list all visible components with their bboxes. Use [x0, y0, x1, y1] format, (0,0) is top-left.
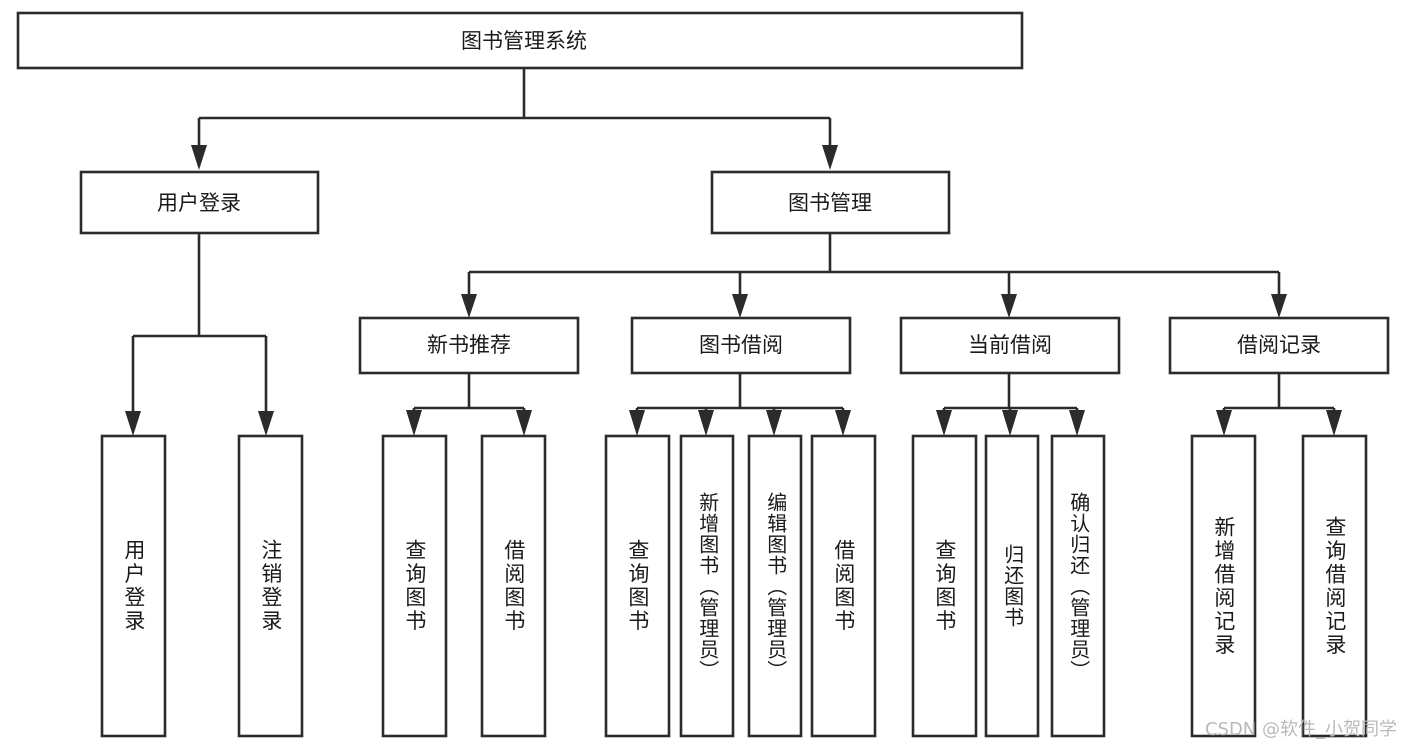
arrow-head-leaf-bb-4 [835, 410, 851, 436]
connector-group-book-borrow [629, 373, 851, 436]
node-borrow-record-box[interactable] [1168, 316, 1390, 375]
leaf-box-br-add-record[interactable] [1190, 434, 1257, 738]
node-root-label: 图书管理系统 [461, 29, 587, 53]
leaf-box-cb-confirm-return-admin[interactable] [1050, 434, 1106, 738]
arrow-head-leaf-br-2 [1326, 410, 1342, 436]
arrow-head-leaf-bb-2 [698, 410, 714, 436]
connector-group-borrow-record [1216, 373, 1342, 436]
node-book-borrow-label: 图书借阅 [699, 333, 783, 357]
node-current-borrow-label: 当前借阅 [968, 333, 1052, 357]
node-book-manage-box[interactable] [710, 170, 951, 235]
arrow-head-current-borrow [1001, 294, 1017, 318]
arrow-head-leaf-logout [258, 411, 274, 436]
node-new-book-recommend-label: 新书推荐 [427, 333, 511, 357]
leaf-box-bb-query-book[interactable] [604, 434, 671, 738]
arrow-head-book-borrow [732, 294, 748, 318]
connector-group-current-borrow [936, 373, 1085, 436]
node-root-box[interactable] [16, 11, 1024, 70]
node-user-login-box[interactable] [79, 170, 320, 235]
arrow-head-leaf-nbr-2 [516, 410, 532, 436]
leaf-box-br-query-record[interactable] [1301, 434, 1368, 738]
arrow-head-leaf-cb-1 [936, 410, 952, 436]
node-book-manage-label: 图书管理 [788, 191, 872, 215]
leaf-box-user-login[interactable] [100, 434, 167, 738]
arrow-head-leaf-cb-3 [1069, 410, 1085, 436]
node-current-borrow-box[interactable] [899, 316, 1121, 375]
arrow-head-borrow-record [1271, 294, 1287, 318]
leaf-box-bb-edit-book-admin[interactable] [747, 434, 803, 738]
arrow-head-new-book-recommend [461, 294, 477, 318]
leaf-box-nbr-borrow-book[interactable] [480, 434, 547, 738]
node-book-borrow-box[interactable] [630, 316, 852, 375]
leaf-box-bb-borrow-book[interactable] [810, 434, 877, 738]
arrow-head-leaf-cb-2 [1002, 410, 1018, 436]
node-new-book-recommend-box[interactable] [358, 316, 580, 375]
connector-group-book-manage [461, 233, 1287, 318]
arrow-head-leaf-bb-1 [629, 410, 645, 436]
connector-group-new-book-recommend [406, 373, 532, 436]
node-borrow-record-label: 借阅记录 [1237, 333, 1321, 357]
leaf-box-logout[interactable] [237, 434, 304, 738]
arrow-head-leaf-nbr-1 [406, 410, 422, 436]
node-user-login-label: 用户登录 [157, 191, 241, 215]
arrow-head-user-login [191, 145, 207, 170]
arrow-head-leaf-bb-3 [766, 410, 782, 436]
connector-group-user-login [125, 233, 274, 436]
leaf-box-bb-add-book-admin[interactable] [679, 434, 735, 738]
connector-group-root [191, 68, 838, 170]
arrow-head-leaf-user-login [125, 411, 141, 436]
leaf-box-cb-query-book[interactable] [911, 434, 978, 738]
arrow-head-leaf-br-1 [1216, 410, 1232, 436]
leaf-box-nbr-query-book[interactable] [381, 434, 448, 738]
arrow-head-book-manage [822, 145, 838, 170]
leaf-box-cb-return-book[interactable] [984, 434, 1040, 738]
